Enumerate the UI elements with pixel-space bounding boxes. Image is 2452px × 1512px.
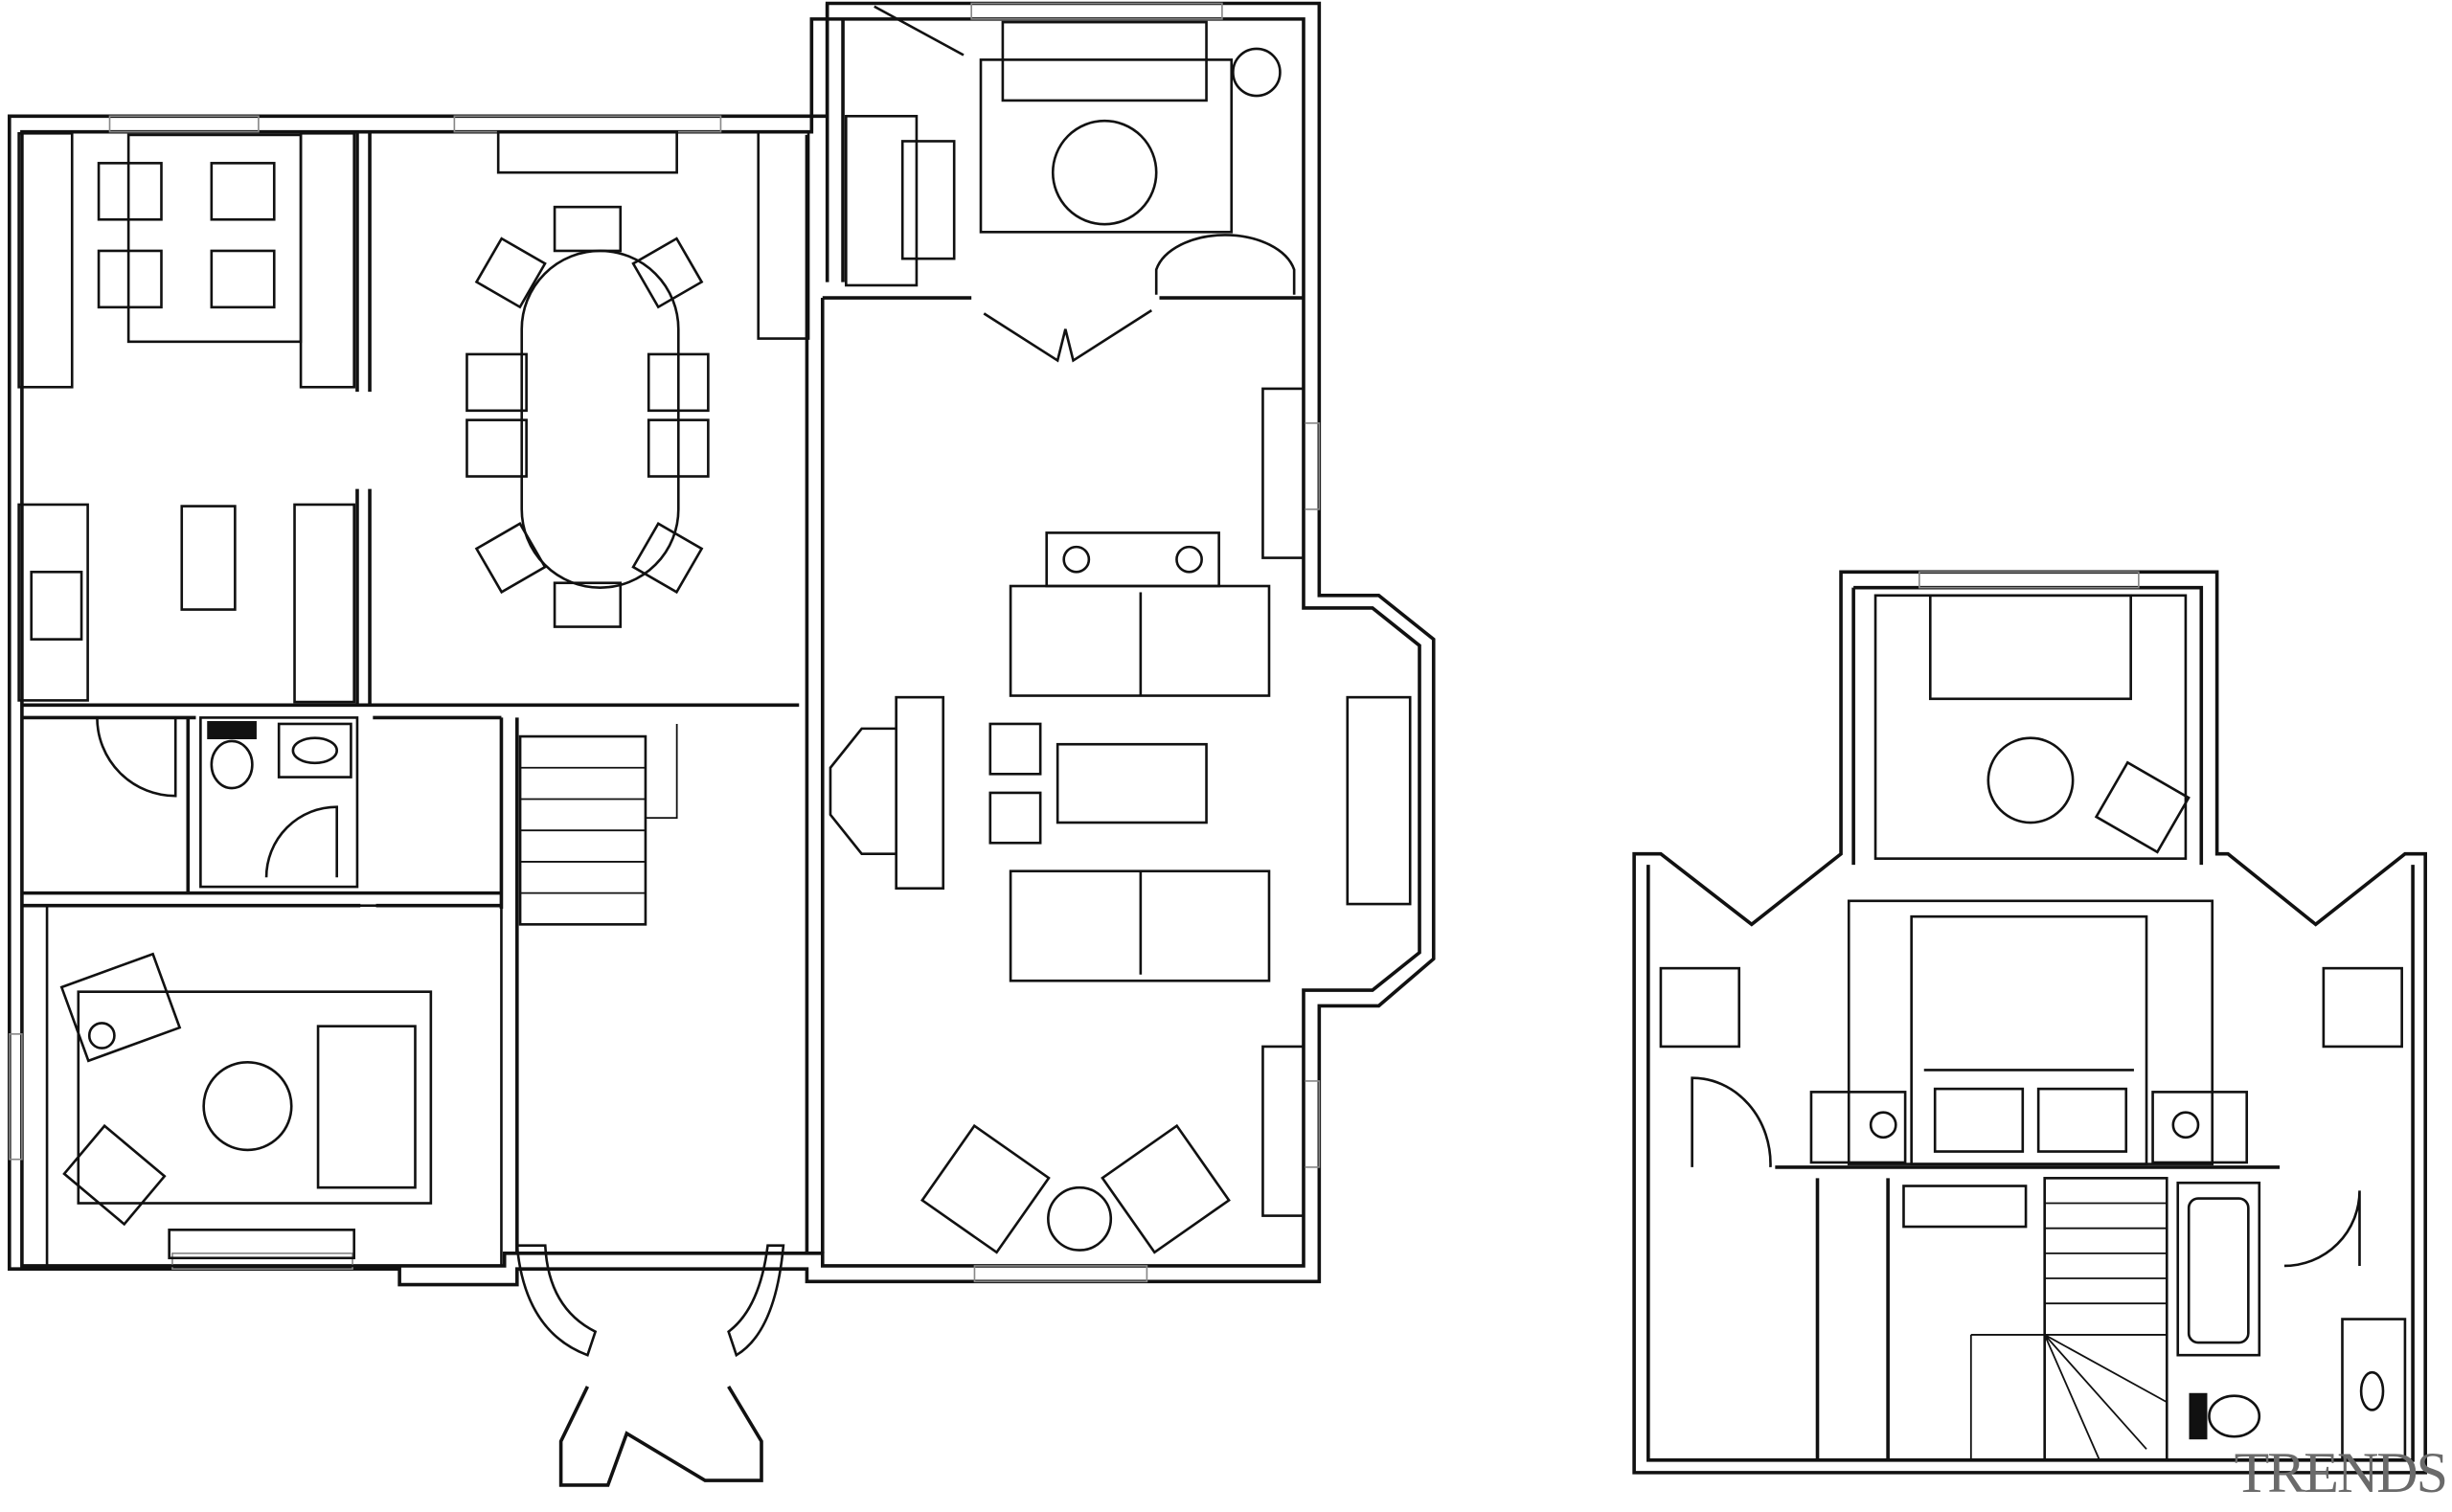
kitchen-counter <box>17 503 89 702</box>
dining-chairs <box>465 205 710 628</box>
toilet-bowl <box>210 739 254 790</box>
ground-floor-outer-wall <box>8 1 1436 1287</box>
pillow <box>2036 1087 2128 1153</box>
bookcase <box>1261 387 1305 559</box>
bathtub <box>2176 1181 2261 1357</box>
kitchen-chairs <box>97 162 276 309</box>
ceiling-fan <box>1987 736 2075 824</box>
rug <box>979 58 1234 234</box>
window-seat <box>1346 695 1412 906</box>
hearth <box>829 727 897 856</box>
chair <box>900 140 956 260</box>
coffee-table <box>1056 742 1208 824</box>
stairs <box>2043 1177 2168 1462</box>
door <box>874 5 965 56</box>
door-swing <box>2283 1190 2361 1268</box>
bookcase <box>1261 1045 1305 1217</box>
entry-porch <box>558 1385 763 1487</box>
first-floor-inner-wall <box>1646 585 2415 1462</box>
toilet-bowl <box>2208 1394 2261 1438</box>
lamp-icon <box>1175 545 1203 574</box>
cabinet <box>845 114 919 287</box>
bed-wall <box>1847 899 2214 1165</box>
desk <box>59 952 182 1063</box>
ground-floor-inner-wall <box>20 17 1421 1268</box>
chaise <box>1928 594 2132 701</box>
ottoman <box>988 791 1042 845</box>
side-table <box>1659 966 1741 1049</box>
bench <box>168 1229 355 1260</box>
cistern <box>207 721 257 739</box>
door-swing <box>1154 234 1296 295</box>
double-door <box>983 309 1153 363</box>
nightstand <box>2151 1091 2249 1164</box>
sofa <box>1001 20 1208 102</box>
chair <box>2094 760 2191 854</box>
nightstand <box>1809 1091 1907 1164</box>
dressing-room <box>1873 594 2188 860</box>
stair-treads <box>520 723 678 894</box>
door-swing <box>96 717 177 798</box>
side-table <box>1232 47 1282 98</box>
kitchen-bench-right <box>299 131 355 389</box>
side-table <box>2322 966 2403 1049</box>
ground-floor <box>8 1 1436 1487</box>
door-swing <box>264 805 339 878</box>
first-floor <box>1632 570 2427 1475</box>
cistern <box>2189 1392 2208 1440</box>
door-swing <box>1691 1076 1772 1167</box>
stair-treads <box>1969 1202 2168 1461</box>
sideboard <box>496 130 678 174</box>
side-table <box>1047 1185 1113 1252</box>
chair <box>62 1123 167 1227</box>
study <box>45 904 503 1268</box>
island <box>180 505 237 611</box>
basin <box>277 722 352 779</box>
console <box>1045 531 1220 588</box>
trends-watermark: TRENDS <box>2234 1441 2448 1504</box>
rug <box>77 990 433 1205</box>
lamp-icon <box>1869 1111 1897 1140</box>
fireplace <box>895 695 945 891</box>
ottoman <box>988 722 1042 776</box>
bed <box>1910 914 2148 1165</box>
bay-windows-entry <box>515 1244 785 1358</box>
round-table <box>202 1060 293 1152</box>
lamp-icon <box>2171 1111 2200 1140</box>
pantry-counter <box>293 503 355 704</box>
armchair <box>1101 1123 1231 1254</box>
lamp-icon <box>1062 545 1091 574</box>
interior-walls <box>1775 1165 2281 1460</box>
armchair <box>316 1025 417 1189</box>
basin <box>2341 1318 2407 1462</box>
kitchen-bench-left <box>17 131 74 389</box>
dining-cabinet <box>757 130 810 340</box>
kitchen-table <box>126 133 303 344</box>
interior-walls <box>21 3 1304 1253</box>
first-floor-outer-wall <box>1632 570 2427 1475</box>
shelf <box>1902 1185 2028 1229</box>
wc <box>199 716 359 889</box>
pillow <box>1933 1087 2025 1153</box>
lamp-icon <box>87 1022 116 1049</box>
armchair <box>920 1123 1051 1254</box>
sink <box>30 570 83 641</box>
round-table <box>1051 119 1158 226</box>
